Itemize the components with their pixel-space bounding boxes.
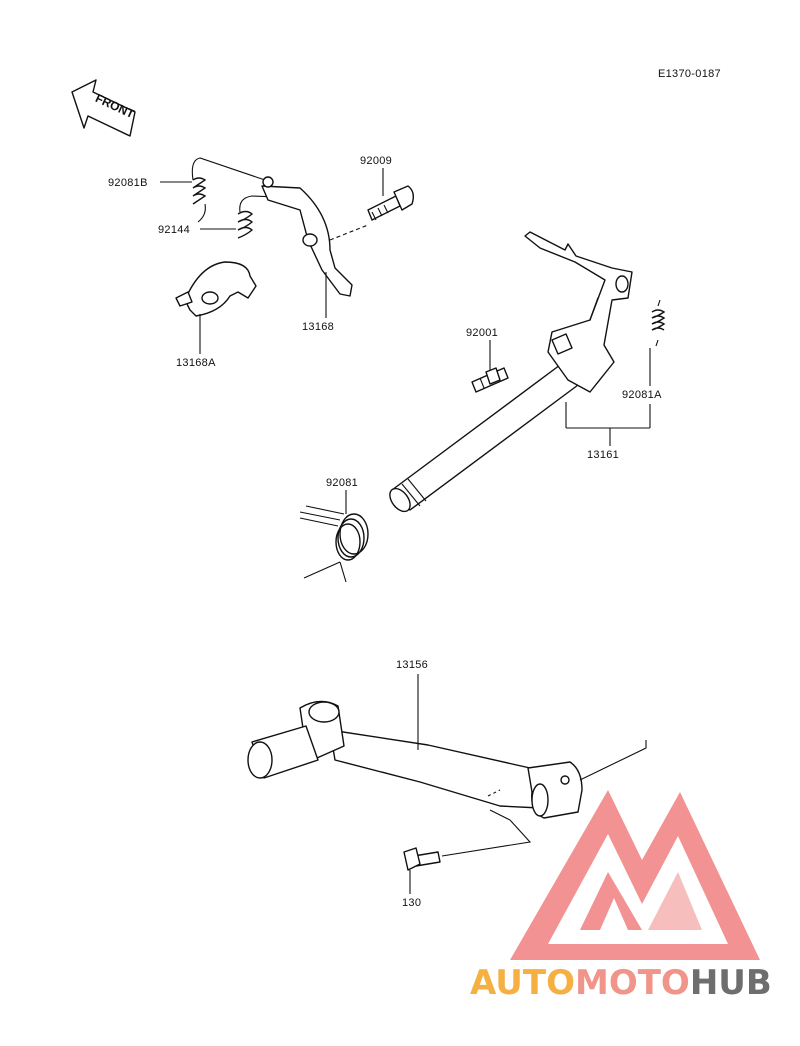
label-13168a: 13168A	[176, 357, 216, 369]
shift-arm-13168-icon	[261, 176, 353, 297]
shift-pedal-13156-icon	[247, 700, 647, 821]
watermark-logo-icon	[510, 790, 760, 960]
label-13168: 13168	[302, 321, 334, 333]
label-92009: 92009	[360, 155, 392, 167]
bolt-92009-icon	[367, 185, 415, 221]
watermark-moto: MOTO	[575, 963, 690, 1003]
label-92081b: 92081B	[108, 177, 148, 189]
return-spring-92081-icon	[299, 505, 369, 583]
shift-shaft-13161-icon	[389, 231, 633, 513]
label-92001: 92001	[466, 327, 498, 339]
diagram-code: E1370-0187	[658, 68, 721, 80]
bolt-130-icon	[403, 819, 532, 871]
spring-92081b-icon	[191, 157, 266, 223]
label-92144: 92144	[158, 224, 190, 236]
spring-92144-icon	[237, 195, 301, 239]
watermark-auto: AUTO	[470, 963, 575, 1003]
spring-92081a-icon	[651, 299, 666, 347]
label-13156: 13156	[396, 659, 428, 671]
front-arrow-icon: FRONT	[71, 79, 137, 137]
label-92081: 92081	[326, 477, 358, 489]
watermark-hub: HUB	[690, 963, 772, 1003]
watermark-text: AUTOMOTOHUB	[470, 963, 772, 1003]
shift-arm-13168a-icon	[175, 261, 257, 317]
label-130: 130	[402, 897, 421, 909]
pin-92001-icon	[471, 367, 509, 393]
label-92081a: 92081A	[622, 389, 662, 401]
label-13161: 13161	[587, 449, 619, 461]
